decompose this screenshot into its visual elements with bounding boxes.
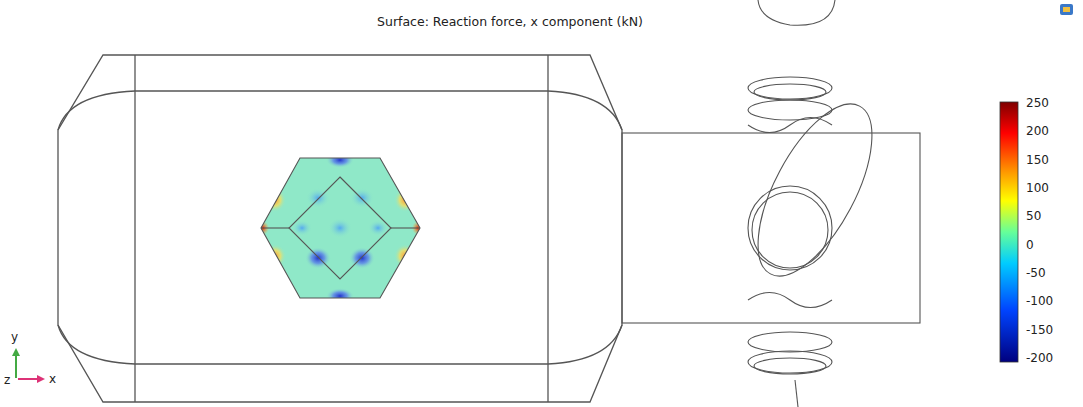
icon-body [1063, 7, 1070, 12]
ring-edge [754, 84, 826, 100]
axis-label: x [49, 371, 56, 387]
axis-label: z [4, 372, 10, 388]
ring-edge [748, 351, 832, 373]
colorbar-tick: -150 [1026, 322, 1053, 338]
x-axis-arrow [18, 378, 38, 380]
housing-edge [58, 55, 622, 402]
colorbar-tick: 100 [1026, 180, 1049, 196]
ring-edge [748, 77, 832, 99]
toolbar-icon [1060, 4, 1073, 15]
axis-label: y [11, 329, 18, 345]
housing-edge [58, 325, 622, 364]
ring-edge [735, 87, 895, 292]
shaft-edge [622, 133, 920, 323]
colorbar-tick: 250 [1026, 95, 1049, 111]
colorbar-tick: 0 [1026, 237, 1034, 253]
diamond-edge [289, 177, 391, 279]
y-axis-arrow [15, 354, 17, 378]
plot-title: Surface: Reaction force, x component (kN… [377, 14, 643, 30]
hex-edge [261, 227, 289, 228]
icon-body [1060, 4, 1073, 15]
hex-edge [391, 227, 420, 228]
ring-edge [752, 192, 828, 268]
reaction-surface [257, 152, 424, 304]
y-axis-arrow [12, 348, 20, 356]
ring-edge [748, 100, 832, 120]
ring-edge [748, 118, 832, 133]
colorbar-tick: -200 [1026, 350, 1053, 366]
ring-edge [748, 186, 832, 270]
ring-edge [748, 332, 832, 352]
ring-edge [795, 380, 798, 407]
colorbar-tick: -50 [1026, 265, 1046, 281]
hex-surface [261, 158, 420, 298]
colorbar-tick: 150 [1026, 152, 1049, 168]
colorbar-tick: 200 [1026, 123, 1049, 139]
ring-edge [754, 358, 826, 374]
housing-edge [134, 55, 135, 402]
colorbar-tick: -100 [1026, 293, 1053, 309]
housing-outline [58, 55, 622, 402]
housing-edge [58, 91, 622, 130]
hex-edge [261, 158, 420, 298]
force-spots [257, 152, 424, 304]
shaft-outline [622, 0, 920, 407]
ring-edge [758, 0, 835, 25]
housing-edge [547, 55, 548, 402]
color-bar [1000, 102, 1018, 362]
axis-triad [12, 348, 45, 383]
colorbar-tick: 50 [1026, 208, 1041, 224]
x-axis-arrow [37, 375, 45, 383]
ring-edge [748, 293, 832, 308]
